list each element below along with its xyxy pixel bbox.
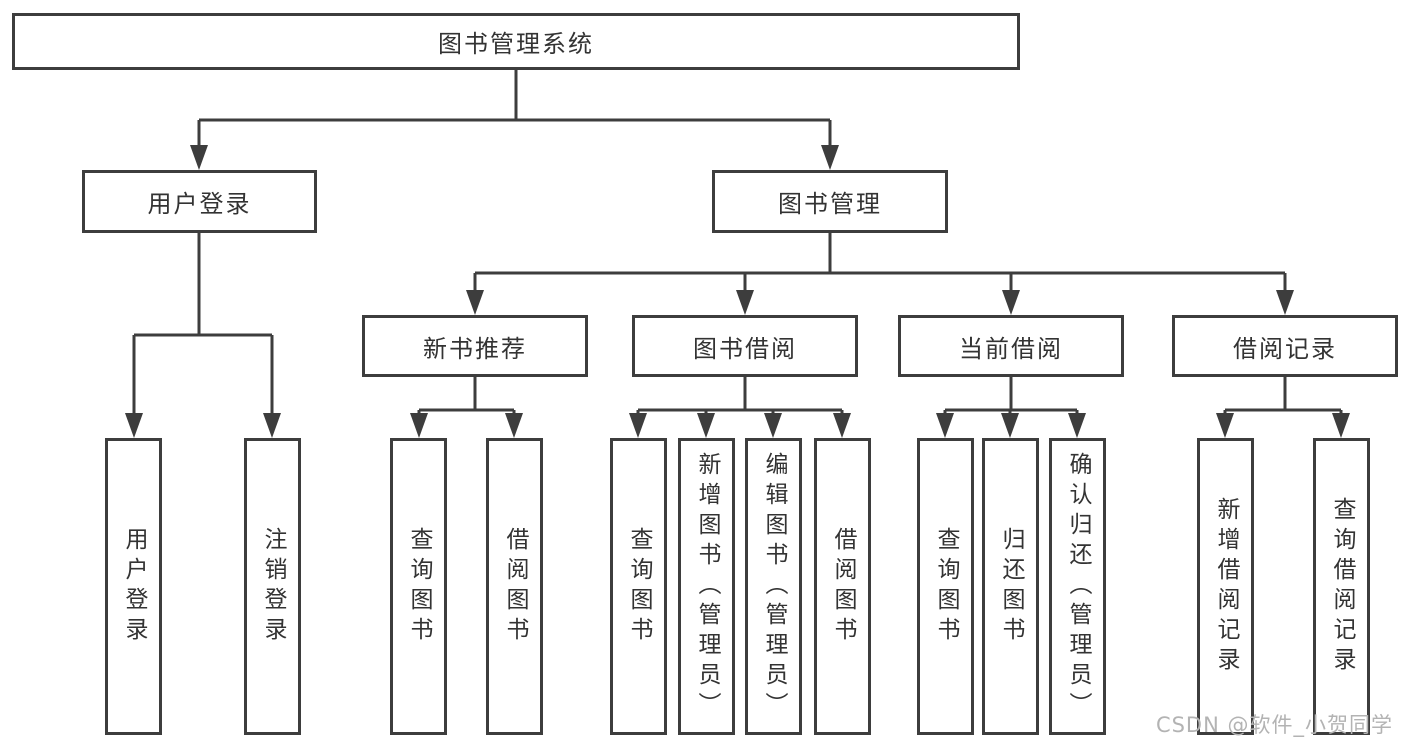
leaf-query-books-recommend: 查询图书 xyxy=(390,438,447,735)
node-root: 图书管理系统 xyxy=(12,13,1020,70)
leaf-query-books-recommend-label: 查询图书 xyxy=(406,526,432,647)
node-current-borrowing: 当前借阅 xyxy=(898,315,1124,377)
leaf-user-login-label: 用户登录 xyxy=(121,526,147,647)
node-borrowing-records: 借阅记录 xyxy=(1172,315,1398,377)
node-book-management-label: 图书管理 xyxy=(778,190,882,218)
leaf-query-books-current-label: 查询图书 xyxy=(933,526,959,647)
leaf-borrow-books-recommend-label: 借阅图书 xyxy=(502,526,528,647)
node-new-book-recommend-label: 新书推荐 xyxy=(423,334,527,363)
leaf-borrow-books-label: 借阅图书 xyxy=(830,526,856,647)
leaf-logout-label: 注销登录 xyxy=(260,526,286,647)
leaf-query-books-borrowing: 查询图书 xyxy=(610,438,667,735)
node-borrowing-records-label: 借阅记录 xyxy=(1233,334,1337,363)
node-book-borrowing-label: 图书借阅 xyxy=(693,334,797,363)
leaf-return-books-label: 归还图书 xyxy=(998,526,1024,647)
leaf-borrow-books: 借阅图书 xyxy=(814,438,871,735)
leaf-confirm-return-admin-label: 确认归还（管理员） xyxy=(1065,451,1091,722)
leaf-add-books-admin: 新增图书（管理员） xyxy=(678,438,735,735)
node-root-label: 图书管理系统 xyxy=(438,30,594,58)
node-new-book-recommend: 新书推荐 xyxy=(362,315,588,377)
watermark: CSDN @软件_小贺同学 xyxy=(1155,713,1393,737)
arrowheads xyxy=(125,145,1350,438)
leaf-return-books: 归还图书 xyxy=(982,438,1039,735)
leaf-user-login: 用户登录 xyxy=(105,438,162,735)
node-current-borrowing-label: 当前借阅 xyxy=(959,334,1063,363)
leaf-add-books-admin-label: 新增图书（管理员） xyxy=(694,451,720,722)
leaf-query-borrow-record-label: 查询借阅记录 xyxy=(1329,496,1355,677)
leaf-borrow-books-recommend: 借阅图书 xyxy=(486,438,543,735)
leaf-logout: 注销登录 xyxy=(244,438,301,735)
leaf-query-books-current: 查询图书 xyxy=(917,438,974,735)
leaf-add-borrow-record: 新增借阅记录 xyxy=(1197,438,1254,735)
leaf-confirm-return-admin: 确认归还（管理员） xyxy=(1049,438,1106,735)
leaf-edit-books-admin-label: 编辑图书（管理员） xyxy=(761,451,787,722)
leaf-query-borrow-record: 查询借阅记录 xyxy=(1313,438,1370,735)
leaf-add-borrow-record-label: 新增借阅记录 xyxy=(1213,496,1239,677)
node-book-borrowing: 图书借阅 xyxy=(632,315,858,377)
leaf-query-books-borrowing-label: 查询图书 xyxy=(626,526,652,647)
node-book-management: 图书管理 xyxy=(712,170,948,233)
node-user-login: 用户登录 xyxy=(82,170,317,233)
leaf-edit-books-admin: 编辑图书（管理员） xyxy=(745,438,802,735)
node-user-login-label: 用户登录 xyxy=(147,190,252,218)
